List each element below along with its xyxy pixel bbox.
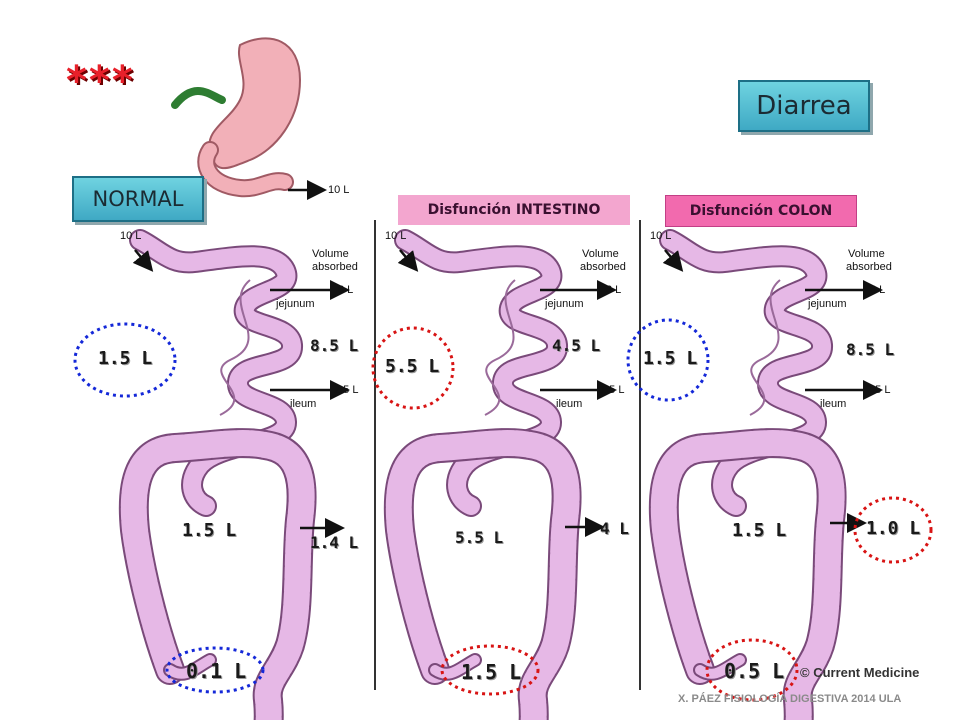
to-colon-volume: 1.5 L (98, 348, 153, 369)
jejunum-absorption: 3 L (606, 284, 622, 296)
ileum-label: ileum (820, 398, 847, 410)
stool-volume: 1.5 L (461, 660, 522, 684)
colon-entry-volume: 1.5 L (732, 520, 787, 541)
stomach-output-label: 10 L (328, 184, 350, 196)
ileum-label: ileum (556, 398, 583, 410)
highlight-circle-colon-stool (705, 638, 799, 702)
absorption-arrows (132, 249, 883, 538)
input-label: 10 L (385, 230, 407, 242)
jejunum-absorption: 6 L (870, 284, 886, 296)
input-label: 10 L (650, 230, 672, 242)
volume-absorbed-label: absorbed (312, 261, 358, 273)
colon-absorption-volume: 1.0 L (866, 518, 921, 539)
to-colon-volume: 5.5 L (385, 356, 440, 377)
small-intestine-total: 8.5 L (846, 340, 895, 359)
ileum-absorption: 2.5 L (866, 384, 891, 396)
colon-absorption-volume: 4 L (600, 519, 629, 538)
volume-absorbed-label: absorbed (846, 261, 892, 273)
ileum-label: ileum (290, 398, 317, 410)
jejunum-absorption: 6 L (338, 284, 354, 296)
panel-header-intestino: Disfunción INTESTINO (398, 195, 630, 225)
highlight-circle-intestino-small (371, 326, 455, 410)
input-label: 10 L (120, 230, 142, 242)
stool-volume: 0.5 L (724, 659, 785, 683)
highlight-circle-colon-absorb (853, 496, 933, 564)
image-credit: © Current Medicine (800, 665, 920, 680)
to-colon-volume: 1.5 L (643, 348, 698, 369)
stomach-illustration (171, 37, 327, 200)
small-intestine-total: 4.5 L (552, 336, 601, 355)
highlight-circle-colon-small (626, 318, 710, 402)
colon-entry-volume: 5.5 L (455, 528, 504, 547)
ileum-absorption: 2.5 L (334, 384, 359, 396)
volume-absorbed-label: Volume (582, 248, 619, 260)
volume-absorbed-label: Volume (312, 248, 349, 260)
jejunum-label: jejunum (276, 298, 315, 310)
stool-volume: 0.1 L (186, 659, 247, 683)
ileum-absorption: 1.5 L (600, 384, 625, 396)
jejunum-label: jejunum (545, 298, 584, 310)
normal-label: NORMAL (72, 176, 204, 222)
small-intestine-total: 8.5 L (310, 336, 359, 355)
page-title: Diarrea (738, 80, 870, 132)
volume-absorbed-label: Volume (848, 248, 885, 260)
highlight-circle-normal-small (73, 322, 177, 398)
highlight-circle-intestino-stool (440, 644, 540, 696)
panel-header-colon: Disfunción COLON (665, 195, 857, 227)
volume-absorbed-label: absorbed (580, 261, 626, 273)
footer-text: X. PÁEZ FISIOLOGÍA DIGESTIVA 2014 ULA (678, 693, 902, 705)
highlight-circle-normal-stool (165, 646, 265, 694)
colon-absorption-volume: 1.4 L (310, 533, 359, 552)
colon-entry-volume: 1.5 L (182, 520, 237, 541)
jejunum-label: jejunum (808, 298, 847, 310)
stars-mark: *** (66, 58, 135, 104)
